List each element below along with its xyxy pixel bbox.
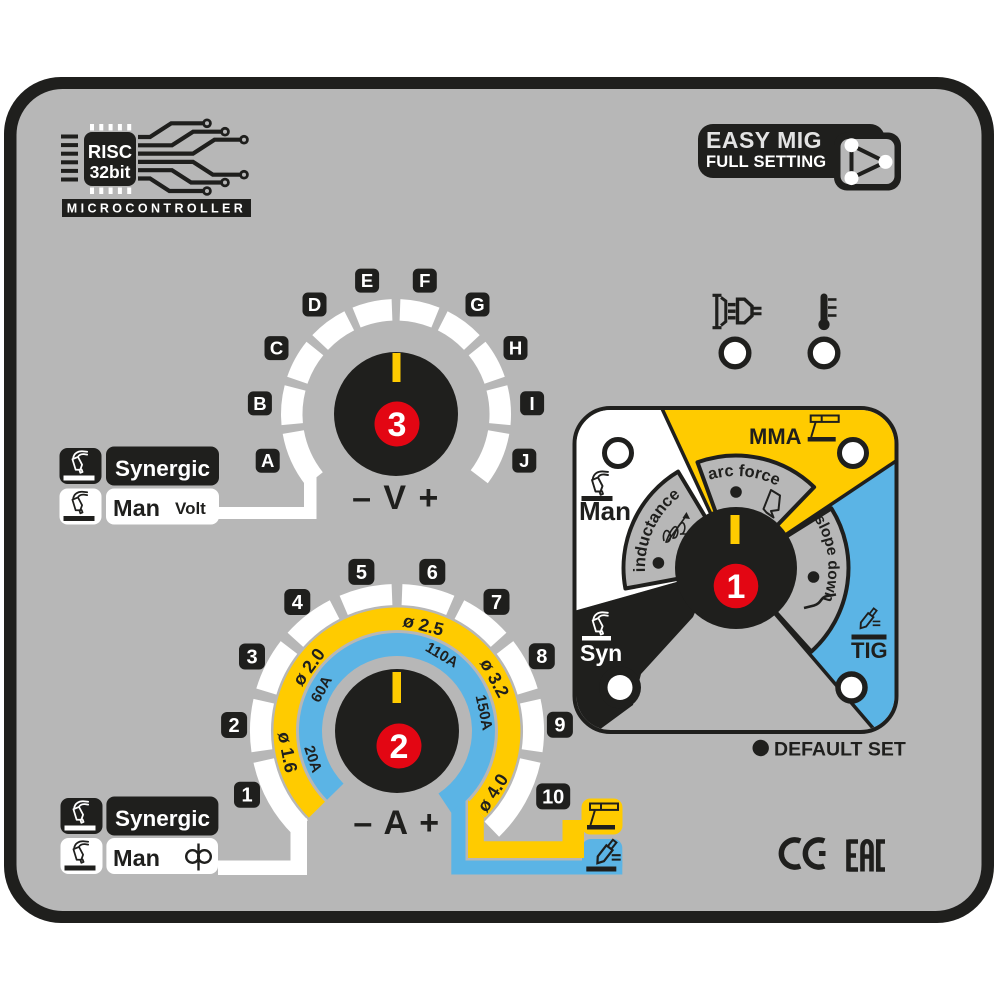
svg-text:TIG: TIG bbox=[851, 638, 888, 663]
svg-text:Man: Man bbox=[113, 495, 160, 521]
svg-text:MICROCONTROLLER: MICROCONTROLLER bbox=[67, 202, 246, 216]
svg-text:Man: Man bbox=[579, 496, 631, 526]
svg-text:– V +: – V + bbox=[352, 479, 440, 517]
svg-text:Man: Man bbox=[113, 845, 160, 871]
svg-text:EASY MIG: EASY MIG bbox=[706, 127, 822, 153]
svg-text:B: B bbox=[253, 393, 266, 414]
svg-text:Synergic: Synergic bbox=[115, 456, 210, 481]
svg-text:– A +: – A + bbox=[353, 804, 440, 842]
svg-text:Volt: Volt bbox=[175, 499, 206, 518]
svg-text:6: 6 bbox=[427, 562, 438, 584]
svg-text:A: A bbox=[261, 450, 274, 471]
svg-text:Syn: Syn bbox=[580, 640, 622, 666]
svg-text:RISC: RISC bbox=[88, 141, 132, 162]
svg-text:2: 2 bbox=[390, 728, 409, 766]
svg-text:9: 9 bbox=[554, 715, 565, 737]
svg-text:32bit: 32bit bbox=[90, 162, 131, 182]
svg-text:F: F bbox=[419, 270, 430, 291]
svg-text:C: C bbox=[270, 338, 283, 359]
svg-text:7: 7 bbox=[491, 592, 502, 614]
svg-text:5: 5 bbox=[356, 562, 367, 584]
svg-text:G: G bbox=[470, 294, 484, 315]
svg-text:DEFAULT SET: DEFAULT SET bbox=[774, 739, 906, 761]
svg-text:D: D bbox=[308, 294, 321, 315]
svg-text:1: 1 bbox=[241, 785, 252, 807]
svg-text:FULL SETTING: FULL SETTING bbox=[706, 153, 826, 171]
svg-text:2: 2 bbox=[229, 715, 240, 737]
svg-text:4: 4 bbox=[292, 592, 304, 614]
svg-text:1: 1 bbox=[727, 568, 746, 606]
svg-text:H: H bbox=[509, 338, 522, 359]
svg-text:MMA: MMA bbox=[749, 424, 802, 449]
svg-text:3: 3 bbox=[388, 406, 407, 444]
svg-text:J: J bbox=[519, 450, 529, 471]
svg-text:Synergic: Synergic bbox=[115, 806, 210, 831]
svg-text:I: I bbox=[530, 393, 535, 414]
svg-text:10: 10 bbox=[542, 786, 564, 808]
svg-text:E: E bbox=[361, 270, 373, 291]
svg-text:3: 3 bbox=[246, 647, 257, 669]
svg-text:8: 8 bbox=[536, 646, 547, 668]
